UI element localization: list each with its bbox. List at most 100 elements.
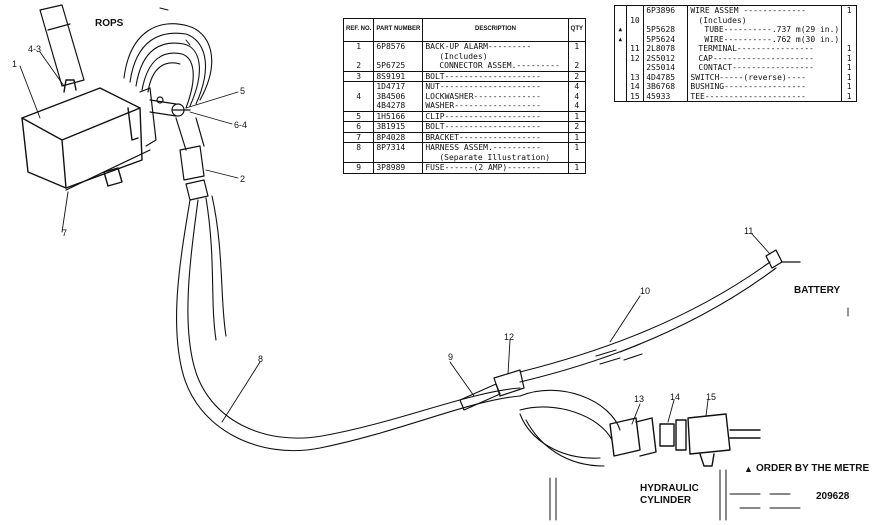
order-mark-cell: ▲ [618,35,623,43]
callout-11: 11 [744,226,754,236]
qty-cell [842,25,857,35]
switch-wiring [519,389,621,467]
reverse-switch [609,413,761,467]
order-mark-cell [615,63,627,73]
qty-cell [842,16,857,26]
callout-4-3: 4-3 [28,44,42,54]
description-cell: TERMINAL---------------- [687,44,843,54]
ref-no-cell: 3 [343,70,375,82]
ref-no-cell: 15 [625,91,645,102]
callout-12: 12 [504,332,515,342]
qty-cell: 1 [568,142,586,153]
callout-8: 8 [258,354,264,364]
part-number-cell: 3P8989 [373,162,424,173]
order-mark-cell [615,73,627,83]
wire-assem [519,261,777,383]
qty-cell: 1 [568,41,586,52]
ref-no-cell [625,34,645,44]
ref-no-cell: 5 [343,110,375,122]
ref-no-cell: 14 [625,82,645,92]
part-number-cell: 4D4785 [643,72,689,82]
description-cell: TUBE----------.737 m(29 in.) [687,25,843,35]
qty-cell [568,153,585,163]
ref-no-cell [625,63,645,73]
description-cell: CONTACT----------------- [687,63,843,73]
header-qty: QTY [568,18,586,42]
callout-10: 10 [640,286,651,296]
ref-no-cell: 4 [343,91,375,101]
ref-no-cell [625,25,645,35]
harness-assem [176,195,521,452]
ref-no-cell [343,51,375,61]
terminal [765,249,801,269]
part-number-cell: 5P5628 [643,25,689,35]
part-number-cell [643,15,689,25]
part-number-cell: 5P6725 [373,61,424,71]
ref-no-cell: 6 [343,121,375,132]
table-row: (Separate Illustration) [343,152,586,163]
description-cell: SWITCH-----(reverse)---- [687,72,843,82]
order-mark-cell [615,82,627,92]
rops-label: ROPS [95,18,124,29]
ref-no-cell [343,81,375,92]
order-mark-cell [615,54,627,64]
hydraulic-label: HYDRAULIC [640,483,699,494]
fuse-holder [459,369,525,411]
callout-5: 5 [240,86,246,96]
part-number-cell: 1D4717 [373,81,424,92]
callout-1: 1 [12,59,18,69]
ref-no-cell: 9 [343,162,375,173]
table-row: 10(Includes) [615,15,857,26]
ref-no-cell [343,101,375,111]
order-mark-cell: ▲ [618,26,623,33]
cylinder-label: CYLINDER [640,495,692,506]
ref-no-cell: 11 [625,44,645,54]
description-cell: LOCKWASHER-------------- [422,91,569,101]
table-row: (Includes) [343,51,586,62]
qty-cell: 2 [568,70,586,82]
callout-14: 14 [670,392,681,402]
order-mark: ▲ [744,464,753,474]
callout-7: 7 [62,228,68,238]
ref-no-cell: 1 [343,41,375,52]
ref-no-cell: 12 [625,53,645,63]
description-cell: BACK-UP ALARM--------- [422,41,569,52]
part-number-cell [373,152,424,163]
ref-no-cell: 13 [625,72,645,82]
ref-no-cell [343,152,375,163]
qty-cell: 1 [846,82,852,91]
part-number-cell: 8P7314 [373,142,424,153]
qty-cell: 1 [846,6,852,15]
callout-9: 9 [448,352,454,362]
order-mark-cell [615,44,627,54]
part-number-cell: 2L8078 [643,44,689,54]
qty-cell [568,52,585,62]
description-cell: WIRE----------.762 m(30 in.) [687,34,843,44]
qty-cell: 1 [846,53,852,63]
description-cell: NUT--------------------- [422,81,569,92]
description-cell: BUSHING----------------- [687,82,843,92]
part-number-cell: 1H5166 [373,110,424,122]
harness-upper-loop [123,23,213,109]
description-cell: WIRE ASSEM ------------- [687,5,843,16]
qty-cell: 2 [568,121,586,132]
part-number-cell: 4B4278 [373,101,424,111]
callout-15: 15 [706,392,717,402]
part-number-cell: 6P8576 [373,41,424,52]
description-cell: HARNESS ASSEM.---------- [422,142,569,153]
qty-cell: 1 [846,63,852,72]
